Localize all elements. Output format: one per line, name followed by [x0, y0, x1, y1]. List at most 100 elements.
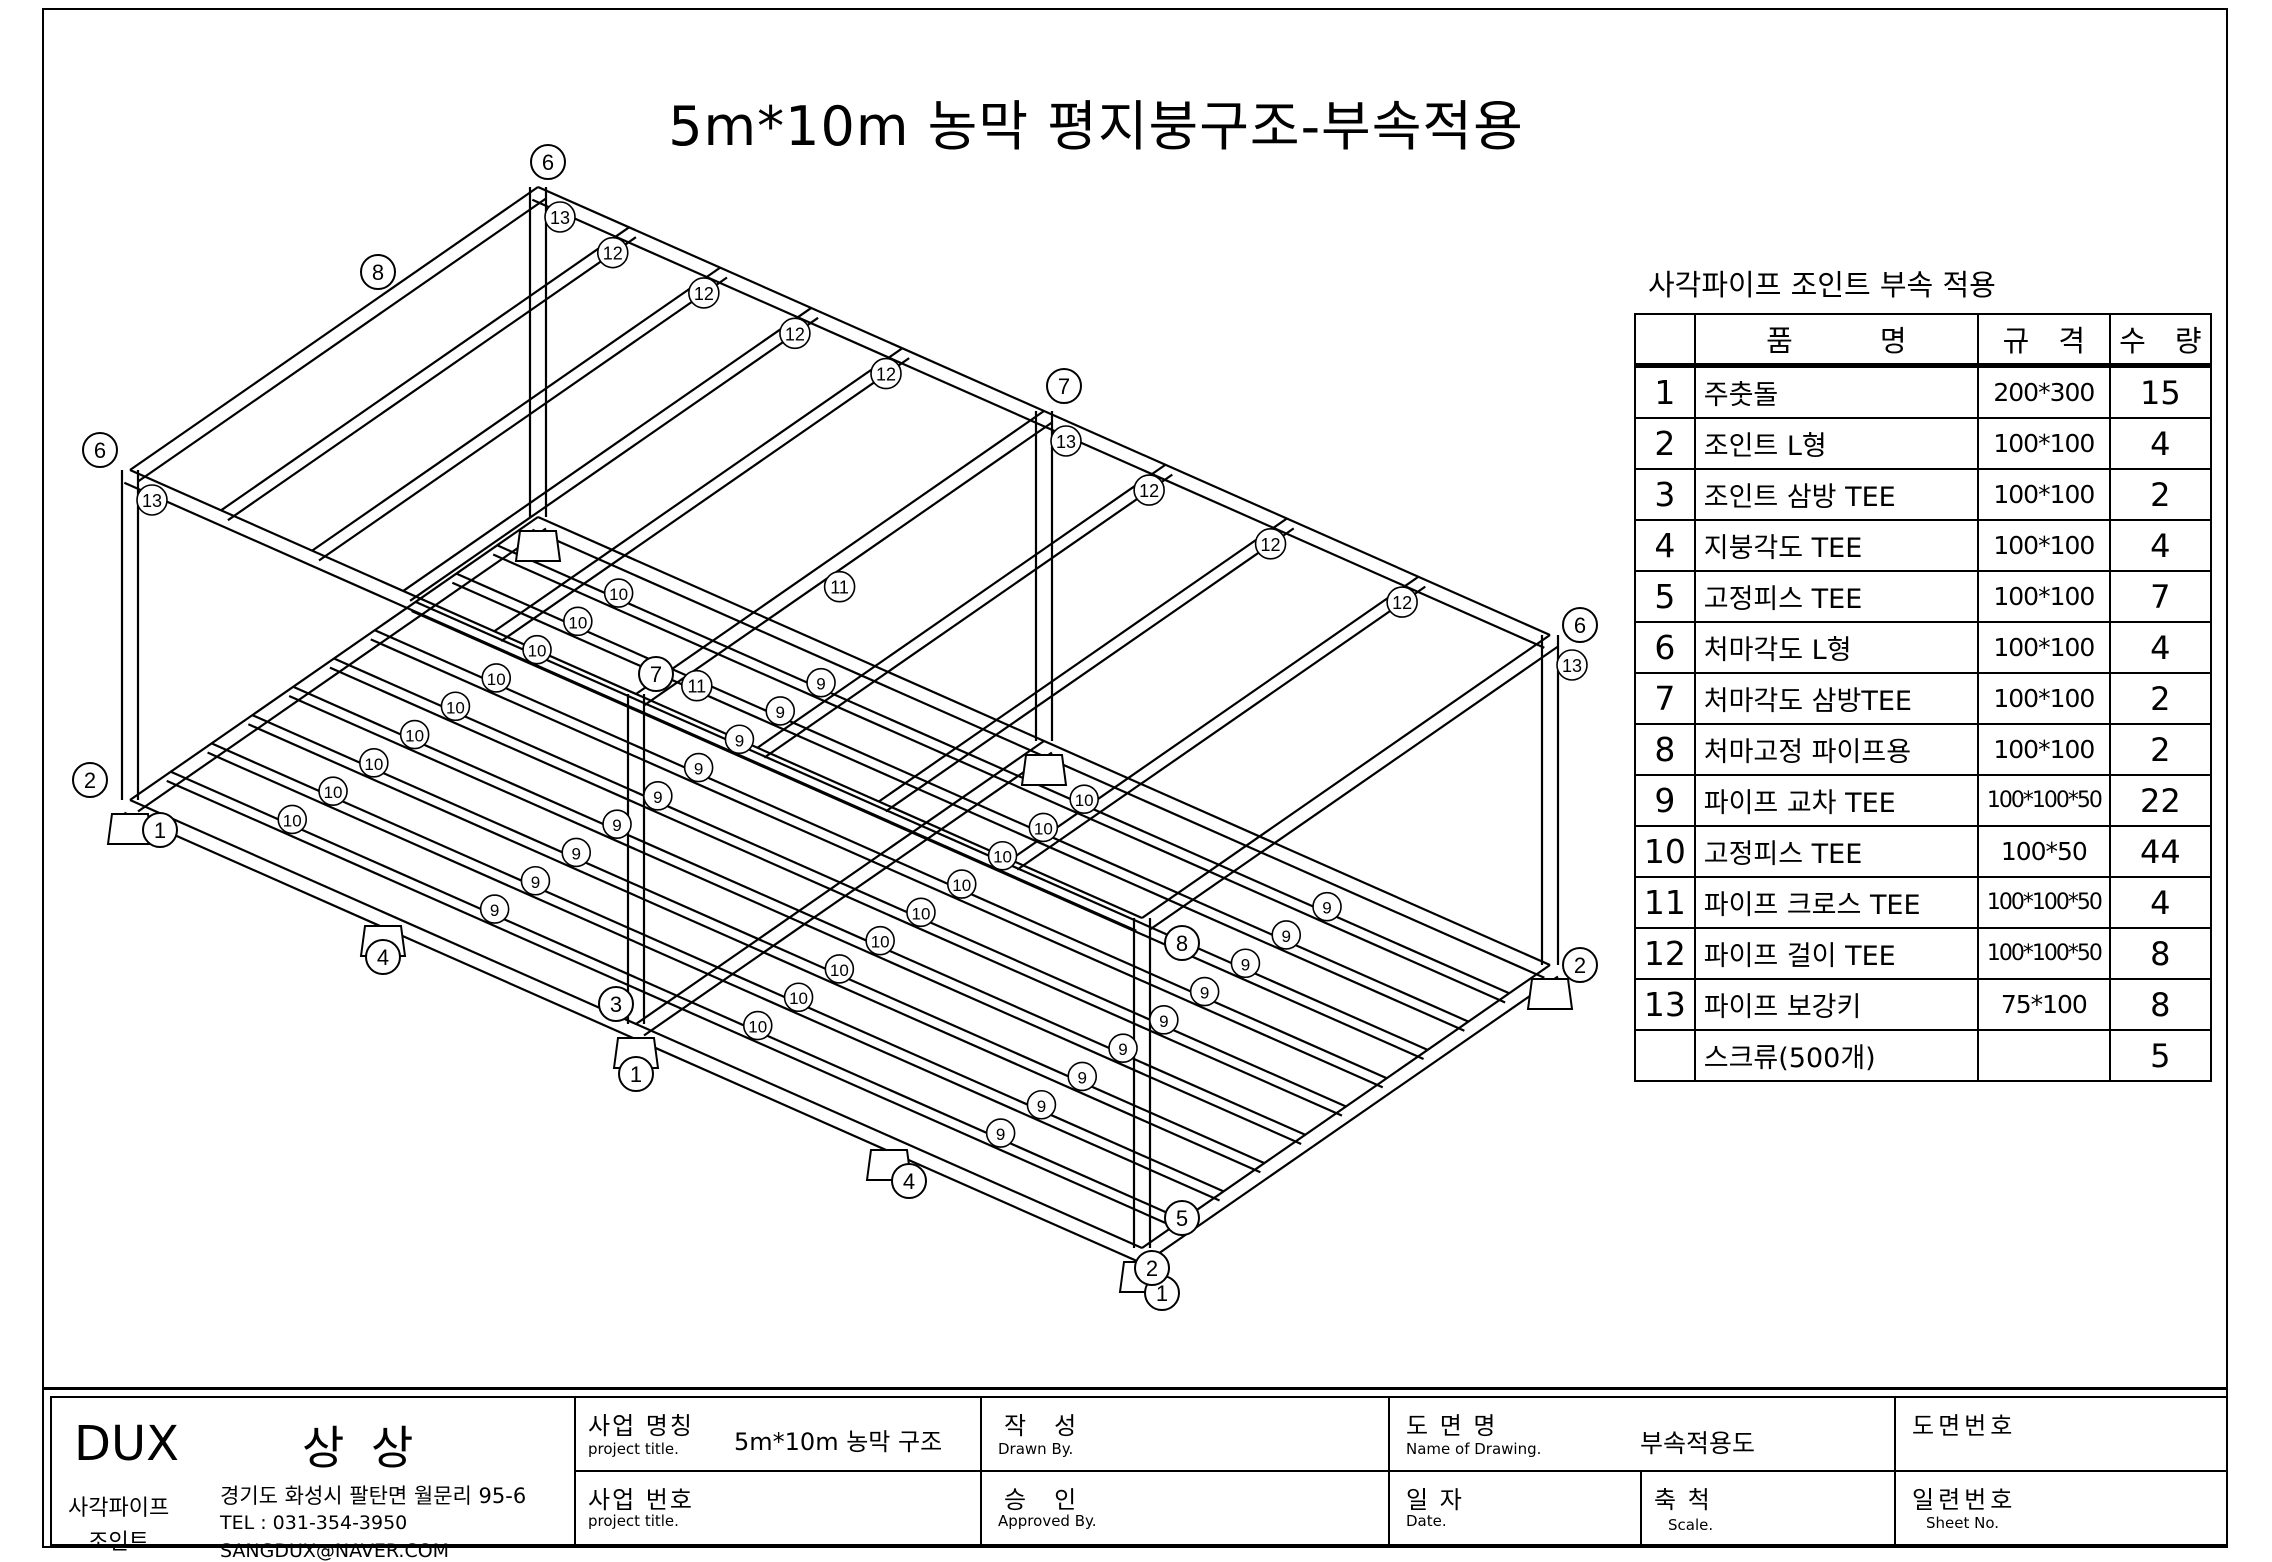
callout-balloon: [1108, 1033, 1138, 1063]
callout-balloon: [765, 696, 796, 726]
part-name: 주춧돌: [1693, 364, 1979, 419]
floor-joist-edge: [492, 553, 1506, 1004]
callout-number: 10: [1034, 819, 1053, 838]
part-qty: 4: [2108, 417, 2213, 470]
part-name: 파이프 걸이 TEE: [1693, 927, 1979, 980]
callout-balloon: [1312, 891, 1342, 922]
sheet-no-label-en: Sheet No.: [1926, 1514, 2000, 1532]
callout-balloon: [680, 669, 713, 702]
callout-balloon: [806, 667, 836, 698]
drawing-no-label: 도면번호: [1912, 1412, 2017, 1440]
floor-joist: [455, 572, 1469, 1023]
callout-balloon: [1069, 784, 1099, 814]
callout-number: 9: [490, 901, 499, 920]
part-number: 7: [1634, 672, 1696, 725]
date-label: 일 자: [1406, 1486, 1464, 1514]
callout-balloon: [561, 837, 592, 868]
date-label-en: Date.: [1406, 1512, 1447, 1530]
drawing-title: 5m*10m 농막 평지붕구조-부속적용: [668, 95, 1524, 158]
callout-number: 13: [1562, 656, 1582, 676]
callout-number: 9: [996, 1125, 1005, 1144]
callout-number: 1: [1156, 1281, 1168, 1306]
company-ko: 상 상: [302, 1421, 420, 1475]
callout-balloon: [359, 748, 389, 778]
drawing-name-label: 도 면 명: [1406, 1412, 1498, 1440]
footing-block: [1526, 978, 1574, 1010]
callout-balloon: [1149, 1005, 1179, 1035]
part-spec: 100*100: [1976, 672, 2111, 725]
part-number: 1: [1634, 364, 1696, 419]
callout-number: 9: [653, 788, 662, 807]
project-name-value: 5m*10m 농막 구조: [734, 1428, 943, 1456]
callout-balloon: [779, 317, 811, 350]
callout-number: 6: [542, 150, 554, 175]
callout-balloon: [1050, 425, 1082, 457]
callout-balloon: [440, 691, 471, 722]
part-spec: 100*100*50: [1976, 927, 2111, 980]
floor-joist: [170, 770, 1184, 1221]
drawn-by-cell: 작 성 Drawn By.: [980, 1396, 1390, 1472]
roof-purlin-edge: [885, 527, 1295, 813]
callout-number: 10: [952, 876, 971, 895]
callout-number: 2: [84, 768, 96, 793]
part-number: [1634, 1029, 1696, 1082]
floor-joist: [333, 657, 1347, 1108]
callout-number: 9: [1078, 1068, 1087, 1087]
roof-purlin-edge: [500, 357, 910, 643]
callout-balloon: [479, 894, 510, 924]
part-qty: 8: [2108, 927, 2213, 980]
callout-balloon: [544, 201, 576, 233]
callout-balloon: [688, 277, 720, 309]
part-spec: 100*100: [1976, 468, 2111, 521]
part-spec: 100*100: [1976, 621, 2111, 674]
part-qty: 22: [2108, 774, 2213, 827]
callout-balloon: [1133, 474, 1165, 506]
project-name-cell: 사업 명칭 project title. 5m*10m 농막 구조: [574, 1396, 982, 1472]
part-qty: 2: [2108, 723, 2213, 776]
approved-by-label-en: Approved By.: [998, 1512, 1097, 1530]
callout-number: 9: [1118, 1040, 1127, 1059]
floor-joist: [292, 685, 1306, 1136]
part-name: 파이프 교차 TEE: [1693, 774, 1979, 827]
part-number: 4: [1634, 519, 1696, 572]
floor-joist: [415, 600, 1429, 1051]
roof-right-beam-edge: [1149, 645, 1559, 931]
callout-balloon: [824, 954, 855, 984]
roof-left-beam: [129, 186, 539, 471]
callout-number: 2: [1146, 1256, 1158, 1281]
part-qty: 4: [2108, 519, 2213, 572]
callout-number: 9: [531, 873, 540, 892]
part-name: 파이프 크로스 TEE: [1693, 876, 1979, 929]
callout-number: 1: [630, 1062, 642, 1087]
callout-balloon: [783, 982, 814, 1013]
scale-cell: 축 척 Scale.: [1640, 1470, 1896, 1546]
callout-number: 10: [568, 613, 587, 632]
callout-balloon: [1046, 368, 1082, 404]
project-no-label-en: project title.: [588, 1512, 679, 1530]
callout-balloon: [399, 719, 430, 750]
roof-purlin-edge: [318, 276, 728, 562]
company-sub: 사각파이프 조인트: [68, 1496, 170, 1555]
title-block: DUX 상 상 사각파이프 조인트 경기도 화성시 팔탄면 월문리 95-6 T…: [44, 1387, 2228, 1562]
part-qty: 2: [2108, 468, 2213, 521]
callout-number: 13: [550, 208, 570, 228]
callout-balloon: [1562, 607, 1598, 643]
part-number: 12: [1634, 927, 1696, 980]
part-qty: 2: [2108, 672, 2213, 725]
roof-left-beam-edge: [137, 197, 547, 483]
callout-balloon: [1189, 976, 1220, 1007]
callout-number: 9: [612, 816, 621, 835]
project-no-cell: 사업 번호 project title.: [574, 1470, 982, 1546]
callout-number: 9: [1322, 899, 1331, 918]
floor-joist: [251, 714, 1265, 1165]
callout-number: 10: [283, 811, 302, 830]
callout-number: 10: [748, 1018, 767, 1037]
floor-joist: [211, 742, 1225, 1193]
